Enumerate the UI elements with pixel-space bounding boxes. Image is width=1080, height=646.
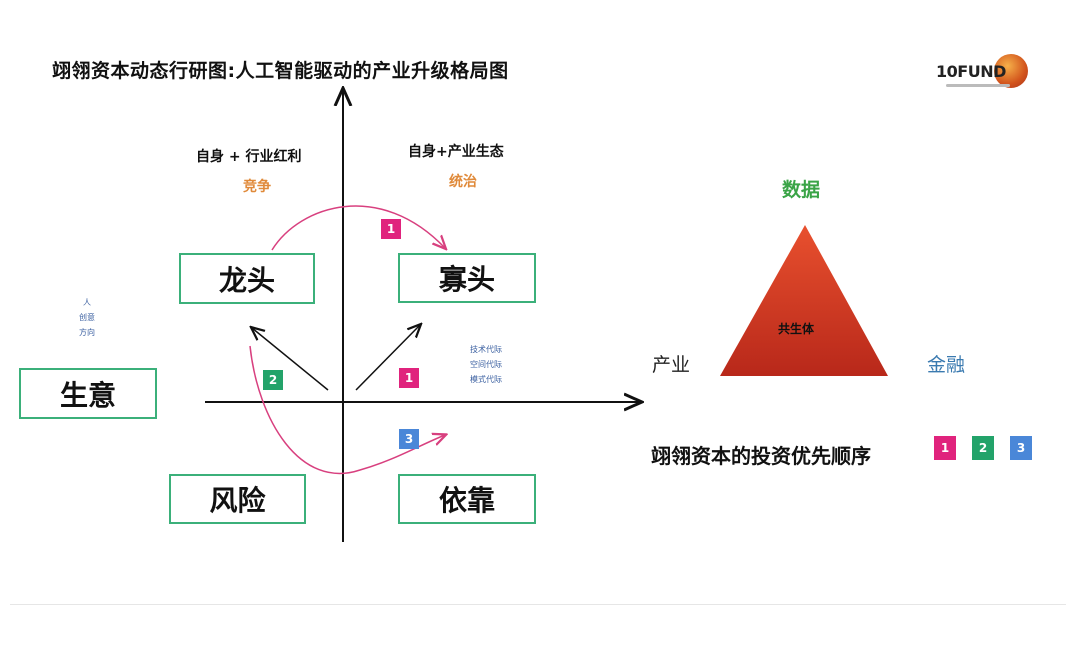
box-yikao: 依靠 [398, 474, 536, 524]
triangle [720, 225, 888, 376]
badge-bottom: 3 [399, 429, 419, 449]
badge-top: 1 [381, 219, 401, 239]
logo-text: 10FUND [936, 62, 1006, 81]
bottom-divider [10, 604, 1066, 605]
right-note: 技术代际 [470, 345, 502, 354]
right-notes: 技术代际 空间代际 模式代际 [458, 342, 514, 387]
top-left-subheading: 竞争 [243, 179, 271, 195]
legend-badge-1: 1 [934, 436, 956, 460]
right-note: 空间代际 [470, 360, 502, 369]
badge-left: 2 [263, 370, 283, 390]
triangle-center-label: 共生体 [778, 322, 815, 336]
top-right-subheading: 统治 [449, 174, 477, 190]
diagonal-arrow-left [252, 328, 329, 391]
box-fengxian: 风险 [169, 474, 306, 524]
bottom-curve-arrow [249, 345, 445, 475]
brand-logo: 10FUND [936, 54, 1030, 94]
badge-center: 1 [399, 368, 419, 388]
left-note: 方向 [79, 328, 95, 337]
left-note: 人 [83, 298, 91, 307]
left-notes: 人 创意 方向 [72, 295, 102, 340]
top-right-heading: 自身+产业生态 [408, 144, 504, 160]
box-longtou: 龙头 [179, 253, 315, 304]
triangle-right-label: 金融 [927, 354, 966, 376]
right-note: 模式代际 [470, 375, 502, 384]
box-guatou: 寡头 [398, 253, 536, 303]
box-shengyi: 生意 [19, 368, 157, 419]
logo-circle-icon [994, 54, 1028, 88]
legend-badge-2: 2 [972, 436, 994, 460]
logo-underline [946, 84, 1010, 87]
top-left-heading: 自身 + 行业红利 [196, 149, 302, 165]
triangle-left-label: 产业 [652, 354, 691, 376]
left-note: 创意 [79, 313, 95, 322]
page-title: 翊翎资本动态行研图:人工智能驱动的产业升级格局图 [52, 60, 509, 82]
legend-badge-3: 3 [1010, 436, 1032, 460]
triangle-top-label: 数据 [782, 179, 821, 201]
diagonal-arrow-right [355, 325, 420, 391]
top-curve-arrow [271, 205, 445, 250]
legend-text: 翊翎资本的投资优先顺序 [651, 444, 871, 468]
